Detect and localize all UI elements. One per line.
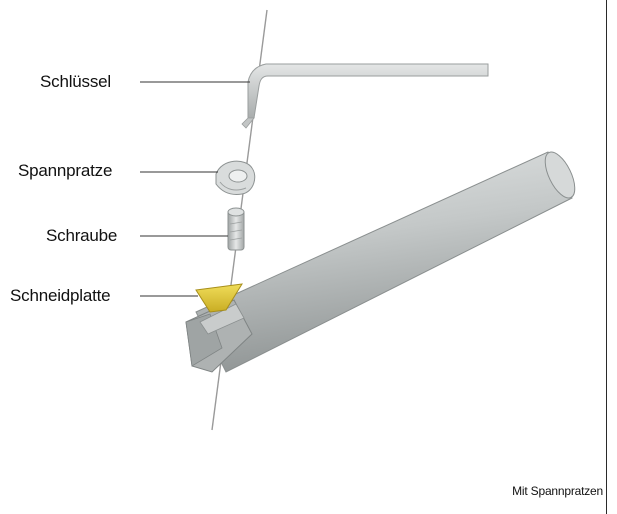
clamp-label: Spannpratze [18, 161, 112, 181]
screw-label: Schraube [46, 226, 117, 246]
screw-part [228, 208, 244, 250]
right-border-rule [606, 0, 607, 514]
clamp-part [216, 161, 255, 194]
key-part [242, 64, 488, 128]
figure-caption: Mit Spannpratzen [512, 484, 603, 498]
key-label: Schlüssel [40, 72, 111, 92]
insert-label: Schneidplatte [10, 286, 110, 306]
